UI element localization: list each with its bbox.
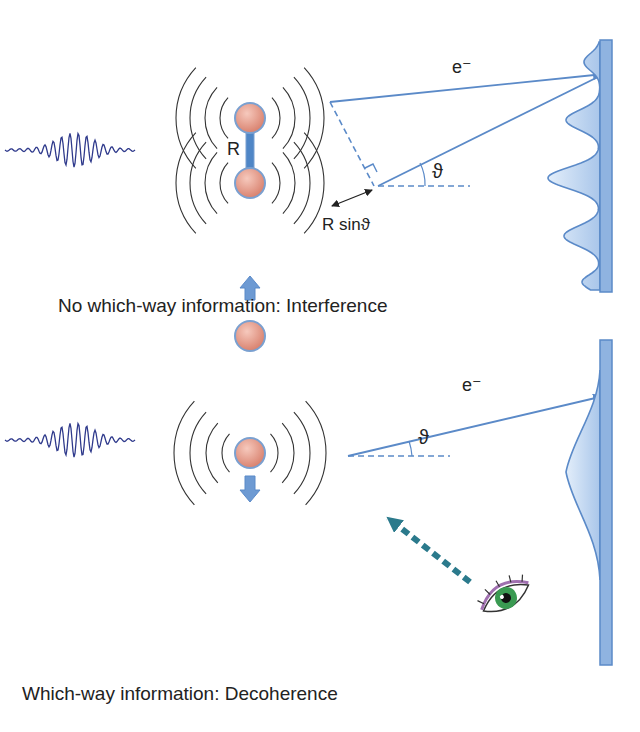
wave-arc (174, 401, 194, 505)
wave-arc (272, 98, 280, 139)
distance-label: R (227, 140, 240, 160)
wave-arc (220, 163, 228, 204)
wave-arc (176, 133, 196, 234)
wave-arc (272, 163, 280, 204)
wave-arc (282, 423, 294, 483)
wave-arc (176, 68, 196, 169)
wave-arc (270, 434, 278, 472)
wave-arc (222, 434, 230, 472)
wave-arc (205, 87, 217, 148)
wave-arc (283, 87, 295, 148)
wave-arc (220, 98, 228, 139)
path-difference-label: R sinϑ (322, 216, 370, 235)
caption-decoherence: Which-way information: Decoherence (22, 684, 338, 705)
wave-arc (294, 412, 310, 494)
wave-arc (205, 152, 217, 213)
wave-arc (190, 77, 206, 159)
wave-packet (5, 133, 135, 167)
wave-arc (294, 77, 310, 159)
wave-arc (206, 423, 218, 483)
wave-arc (190, 412, 206, 494)
caption-interference: No which-way information: Interference (58, 296, 387, 317)
angle-label: ϑ (418, 426, 429, 448)
angle-label: ϑ (432, 160, 443, 182)
wave-arc (294, 142, 310, 224)
wave-packet (5, 423, 135, 457)
wave-arc (283, 152, 295, 213)
wave-arc (306, 401, 326, 505)
electron-label: e⁻ (452, 58, 472, 78)
wave-arc (190, 142, 206, 224)
electron-label: e⁻ (462, 376, 482, 396)
wave-arc (304, 68, 324, 169)
wave-arc (304, 133, 324, 234)
